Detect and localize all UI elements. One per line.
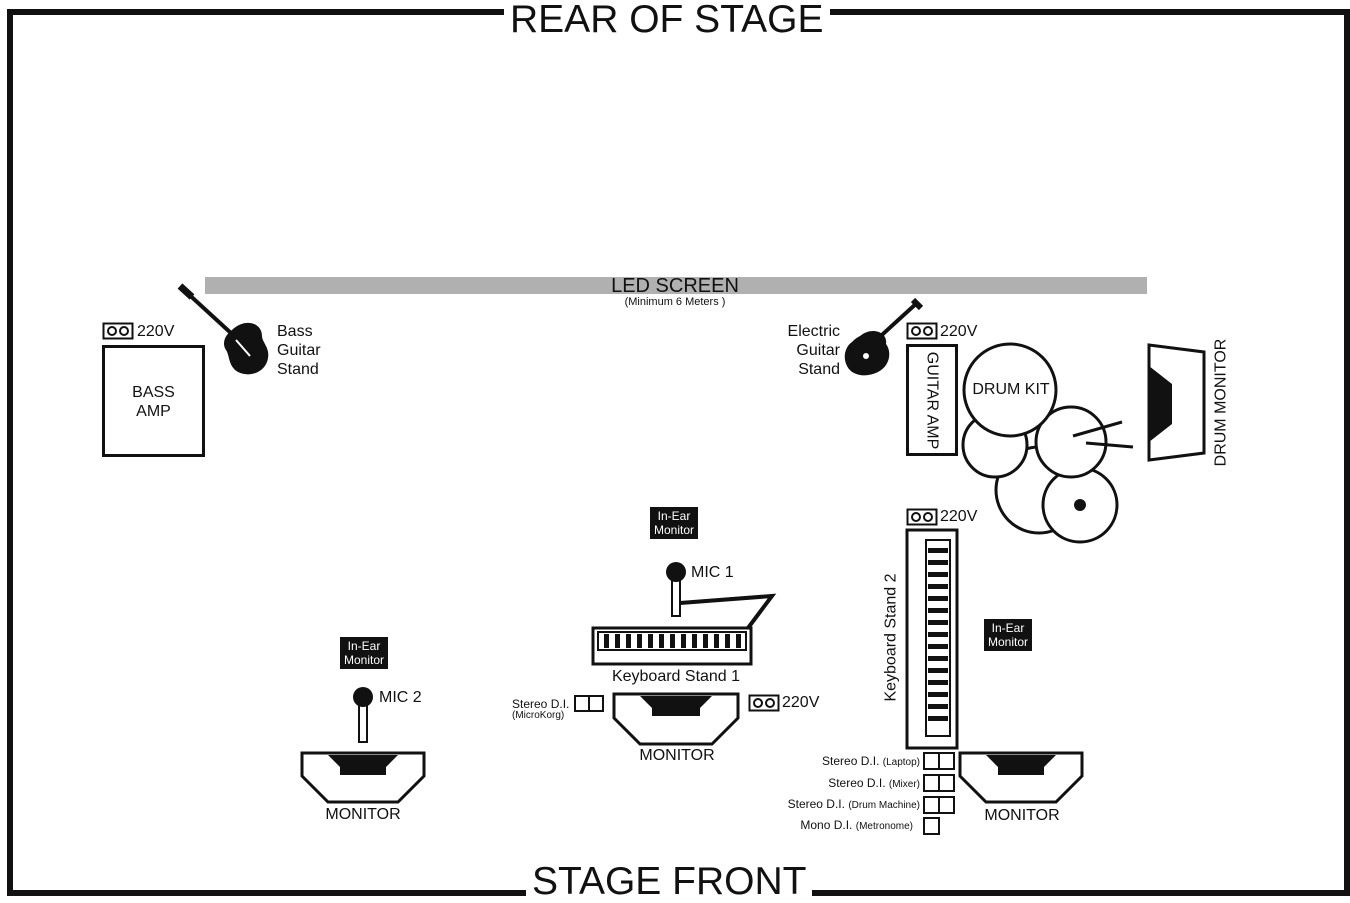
di-laptop-label: Stereo D.I. (Laptop) (822, 754, 920, 768)
keyboard-stand-1-label: Keyboard Stand 1 (611, 668, 741, 685)
monitor-center-label: MONITOR (639, 747, 715, 764)
di-mixer-label: Stereo D.I. (Mixer) (828, 776, 920, 790)
drum-kit-label: DRUM KIT (972, 381, 1050, 398)
led-screen-bar (205, 277, 1147, 294)
in-ear-label-1: In-Ear (347, 639, 381, 653)
in-ear-monitor-keys2: In-Ear Monitor (984, 619, 1033, 651)
power-outlet-icon (748, 694, 780, 712)
in-ear-label-2: Monitor (654, 523, 695, 537)
di-microkorg-sub: (MicroKorg) (512, 710, 565, 721)
bass-amp-label-1: BASS (132, 384, 175, 401)
mic-1-label: MIC 1 (691, 564, 734, 581)
monitor-left-label: MONITOR (325, 806, 401, 823)
in-ear-label-2: Monitor (344, 653, 385, 667)
di-drum-machine-label: Stereo D.I. (Drum Machine) (787, 797, 920, 811)
rear-of-stage-title: REAR OF STAGE (504, 0, 830, 40)
guitar-amp (906, 344, 958, 456)
guitar-stand-label-1: Electric (787, 323, 840, 340)
bass-stand-label-2: Guitar (277, 342, 321, 359)
bass-stand-label-1: Bass (277, 323, 313, 340)
mic-2-label: MIC 2 (379, 689, 422, 706)
in-ear-monitor-center: In-Ear Monitor (650, 507, 699, 539)
power-label-bass: 220V (137, 323, 175, 340)
power-outlet-icon (906, 322, 938, 340)
led-screen-sub: (Minimum 6 Meters ) (624, 296, 726, 308)
in-ear-label-2: Monitor (988, 635, 1029, 649)
monitor-right-label: MONITOR (984, 807, 1060, 824)
power-outlet-icon (906, 508, 938, 526)
power-label-guitar: 220V (940, 323, 978, 340)
bass-amp (102, 345, 205, 457)
bass-stand-label-3: Stand (277, 361, 319, 378)
power-label-center: 220V (782, 694, 820, 711)
in-ear-label-1: In-Ear (991, 621, 1025, 635)
guitar-stand-label-2: Guitar (796, 342, 840, 359)
bass-amp-label-2: AMP (136, 403, 171, 420)
di-metronome-label: Mono D.I. (Metronome) (800, 818, 913, 832)
in-ear-label-1: In-Ear (657, 509, 691, 523)
power-label-keys2: 220V (940, 508, 978, 525)
di-microkorg-label: Stereo D.I. (512, 697, 570, 711)
in-ear-monitor-left: In-Ear Monitor (340, 637, 389, 669)
guitar-stand-label-3: Stand (798, 361, 840, 378)
led-screen-label: LED SCREEN (611, 275, 739, 297)
power-outlet-icon (102, 322, 134, 340)
stage-front-title: STAGE FRONT (526, 862, 813, 902)
